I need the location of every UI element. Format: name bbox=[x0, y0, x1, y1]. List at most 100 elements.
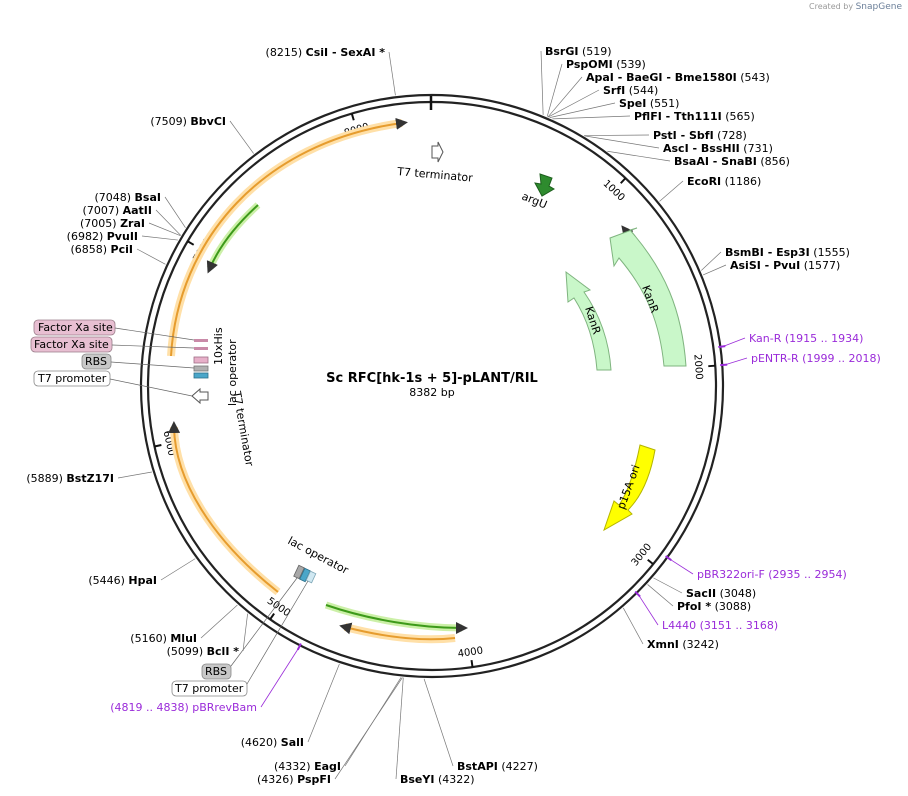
primer-label: L4440 (3151 .. 3168) bbox=[662, 619, 778, 632]
rbs-left-label: RBS bbox=[85, 355, 107, 368]
boxed-labels: Factor Xa site Factor Xa site RBS T7 pro… bbox=[30, 319, 309, 697]
site-leader bbox=[548, 89, 600, 118]
site-label: (6858) PciI bbox=[70, 243, 133, 256]
orf-bottom-line bbox=[339, 622, 456, 641]
site-leader bbox=[647, 584, 674, 607]
site-leader bbox=[584, 134, 650, 136]
bottom-feature-cluster: lac operator bbox=[286, 534, 351, 584]
site-leader bbox=[622, 607, 644, 645]
t7-promoter-left-icon bbox=[191, 387, 209, 405]
factor-xa-label-1: Factor Xa site bbox=[38, 321, 113, 334]
site-label: (5099) BclI * bbox=[167, 645, 240, 658]
site-leader bbox=[307, 663, 340, 743]
site-label: SacII (3048) bbox=[686, 587, 756, 600]
green-arc-bottom-line bbox=[325, 604, 468, 634]
site-leader bbox=[395, 677, 404, 780]
site-leader bbox=[141, 235, 178, 241]
factor-xa-label-2: Factor Xa site bbox=[34, 338, 109, 351]
primer-mark bbox=[665, 555, 672, 562]
site-leader bbox=[148, 222, 181, 237]
his-tag-mark-1 bbox=[194, 339, 208, 342]
site-leader bbox=[164, 196, 186, 228]
site-leader bbox=[546, 63, 563, 117]
factor-xa-box-2: Factor Xa site bbox=[30, 336, 195, 353]
kanr-features: KanR KanR bbox=[565, 227, 687, 371]
site-label: (7509) BbvCI bbox=[150, 115, 226, 128]
site-label: XmnI (3242) bbox=[647, 638, 719, 651]
primer-leader bbox=[669, 558, 694, 575]
site-leader bbox=[607, 150, 671, 162]
rbs-bottom-label: RBS bbox=[205, 665, 227, 678]
primer-leader bbox=[260, 647, 299, 708]
site-label: (4620) SalI bbox=[241, 736, 304, 749]
site-label: (5160) MluI bbox=[130, 632, 197, 645]
site-label: BsrGI (519) bbox=[545, 45, 612, 58]
argu-feature: argU bbox=[520, 173, 555, 212]
primer-mark bbox=[720, 363, 728, 367]
t7-promoter-bottom-box: T7 promoter bbox=[171, 580, 309, 697]
site-leader bbox=[701, 251, 722, 271]
plasmid-size: 8382 bp bbox=[409, 386, 454, 399]
site-label: AsiSI - PvuI (1577) bbox=[730, 259, 840, 272]
rbs-mark bbox=[193, 365, 209, 372]
site-leader bbox=[160, 558, 196, 581]
site-label: BsaAI - SnaBI (856) bbox=[674, 155, 790, 168]
his-tag-box bbox=[193, 356, 209, 364]
snapgene-logo: SnapGene bbox=[855, 2, 902, 12]
site-leader bbox=[552, 115, 631, 120]
kanr-outer-arrow bbox=[609, 227, 687, 367]
site-label: PstI - SbfI (728) bbox=[653, 129, 747, 142]
plasmid-name: Sc RFC[hk-1s + 5]-pLANT/RIL bbox=[326, 371, 538, 386]
ruler-tick-1000 bbox=[620, 177, 627, 184]
primer-label: (4819 .. 4838) pBRrevBam bbox=[110, 701, 257, 714]
site-label: (5446) HpaI bbox=[88, 574, 157, 587]
kanr-inner-arrow bbox=[565, 270, 612, 371]
t7-promoter-left-label: T7 promoter bbox=[37, 372, 107, 385]
site-leader bbox=[344, 677, 402, 767]
lac-operator-left-label: lac operator bbox=[226, 339, 239, 406]
site-label: AscI - BssHII (731) bbox=[663, 142, 773, 155]
t7-promoter-left-box: T7 promoter bbox=[33, 370, 193, 397]
site-label: (7048) BsaI bbox=[94, 191, 161, 204]
orf-bottom-left-line bbox=[168, 421, 279, 593]
site-leader bbox=[703, 264, 727, 276]
site-leader bbox=[242, 613, 248, 652]
argu-arrow bbox=[534, 173, 555, 197]
site-leader bbox=[659, 180, 684, 202]
ruler-tick-6000 bbox=[154, 444, 162, 448]
site-label: PfoI * (3088) bbox=[677, 600, 751, 613]
t7-promoter-bottom-label: T7 promoter bbox=[174, 682, 244, 695]
green-arcs bbox=[206, 202, 680, 634]
primer-labels: Kan-R (1915 .. 1934)pENTR-R (1999 .. 201… bbox=[110, 332, 881, 714]
primer-label: pENTR-R (1999 .. 2018) bbox=[751, 352, 881, 365]
site-label: BsmBI - Esp3I (1555) bbox=[725, 246, 850, 259]
green-arc-top-left bbox=[206, 202, 261, 270]
site-label: (5889) BstZ17I bbox=[26, 472, 114, 485]
site-label: SpeI (551) bbox=[619, 97, 679, 110]
site-label: (6982) PvuII bbox=[67, 230, 138, 243]
orf-bottom-left bbox=[170, 426, 281, 596]
primer-label: pBR322ori-F (2935 .. 2954) bbox=[697, 568, 847, 581]
orf-top-left-line bbox=[170, 117, 408, 357]
site-label: ApaI - BaeGI - Bme1580I (543) bbox=[586, 71, 770, 84]
primer-mark bbox=[718, 345, 726, 349]
site-leader bbox=[540, 50, 544, 115]
site-label: BseYI (4322) bbox=[400, 773, 475, 786]
ruler-tick-3000 bbox=[647, 558, 654, 565]
rbs-left-box: RBS bbox=[81, 353, 195, 370]
primer-leader bbox=[723, 337, 746, 347]
site-leader bbox=[549, 102, 616, 118]
his-tag-mark-2 bbox=[194, 347, 208, 350]
site-label: PspOMI (539) bbox=[566, 58, 646, 71]
site-leader bbox=[388, 51, 396, 96]
site-leader bbox=[117, 471, 152, 479]
green-arc-top-left-line bbox=[206, 204, 259, 274]
ruler-tick-5000 bbox=[269, 613, 275, 620]
bottom-lac-op-mark-3 bbox=[305, 570, 317, 584]
primer-mark bbox=[296, 643, 302, 651]
t7-terminator-top-label: T7 terminator bbox=[396, 165, 474, 185]
lac-op-mark bbox=[193, 372, 209, 379]
site-leader bbox=[200, 604, 238, 639]
site-label: SrfI (544) bbox=[603, 84, 658, 97]
